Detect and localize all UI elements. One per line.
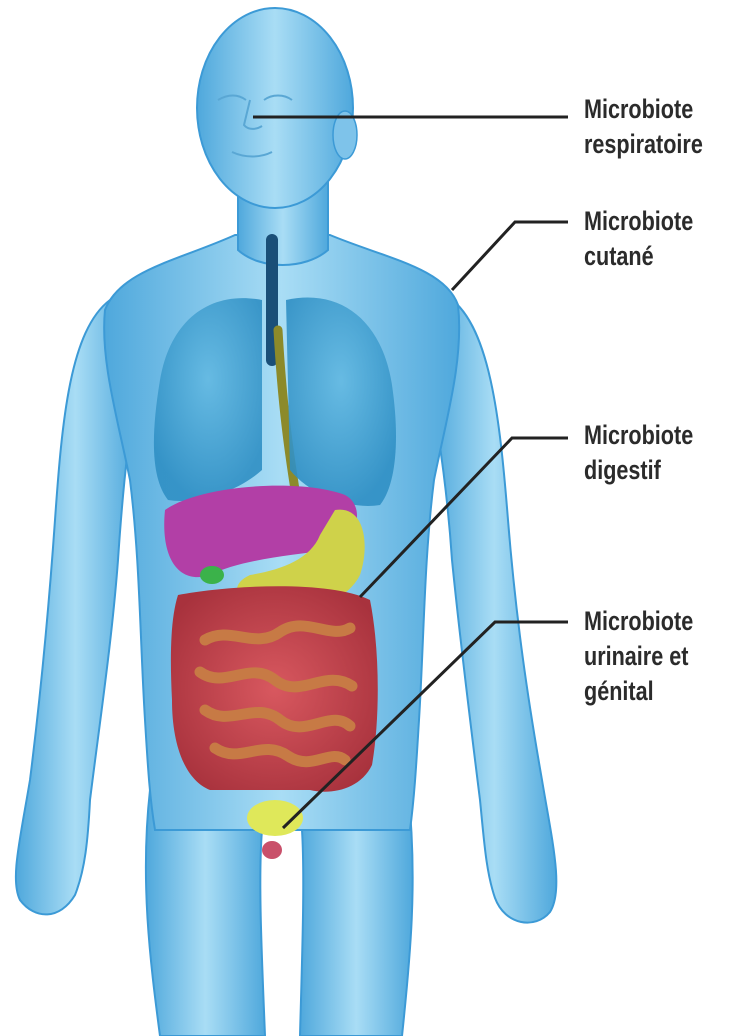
label-line: Microbiote	[584, 92, 703, 127]
label-line: urinaire et	[584, 639, 693, 674]
label-line: Microbiote	[584, 418, 693, 453]
label-microbiote-urinaire-genital: Microbiote urinaire et génital	[584, 604, 693, 709]
genital-organ	[262, 841, 282, 859]
label-microbiote-respiratoire: Microbiote respiratoire	[584, 92, 703, 162]
label-microbiote-cutane: Microbiote cutané	[584, 204, 693, 274]
label-line: cutané	[584, 239, 693, 274]
gallbladder	[200, 566, 224, 584]
label-line: digestif	[584, 453, 693, 488]
leader-line-cutane	[452, 222, 568, 290]
head	[197, 8, 353, 208]
label-microbiote-digestif: Microbiote digestif	[584, 418, 693, 488]
label-line: respiratoire	[584, 127, 703, 162]
label-line: génital	[584, 674, 693, 709]
label-line: Microbiote	[584, 204, 693, 239]
organs	[154, 240, 396, 859]
label-line: Microbiote	[584, 604, 693, 639]
